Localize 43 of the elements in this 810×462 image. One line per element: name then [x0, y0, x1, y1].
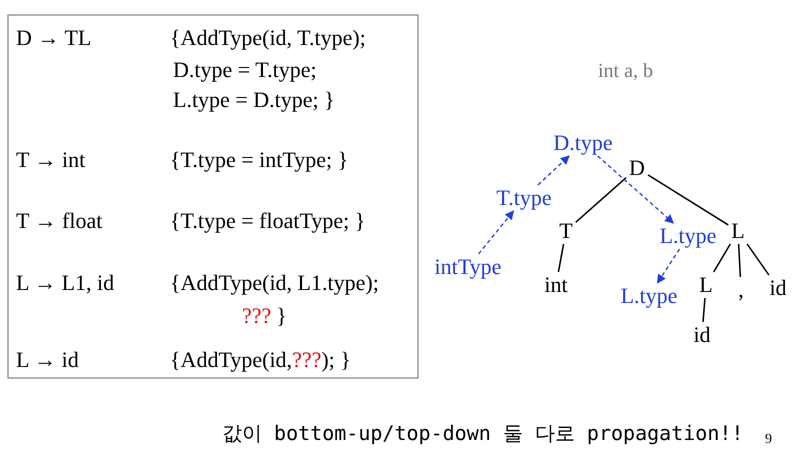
parse-tree-symbol: D: [628, 156, 646, 180]
dashed-arrow: [538, 155, 570, 186]
grammar-rule: D → TL: [16, 27, 92, 49]
semantic-action: {T.type = intType; }: [170, 149, 348, 171]
attribute-label: L.type: [658, 224, 718, 248]
parse-tree-symbol: int: [543, 273, 569, 297]
tree-branch-line: [648, 174, 729, 226]
parse-tree-symbol: ,: [737, 278, 745, 302]
attribute-label: T.type: [495, 186, 553, 210]
semantic-action: D.type = T.type;: [173, 59, 317, 81]
tree-branch-line: [738, 244, 742, 278]
attribute-label: intType: [434, 255, 502, 279]
semantic-action: L.type = D.type; }: [173, 89, 335, 111]
semantic-action: {T.type = floatType; }: [170, 210, 366, 232]
parse-tree-symbol: T: [558, 219, 574, 243]
footnote-text: 값이 bottom-up/top-down 둘 다로 propagation!!: [222, 423, 744, 443]
attribute-label: L.type: [620, 284, 678, 308]
grammar-rule: L → L1, id: [16, 272, 114, 294]
parse-tree-symbol: id: [768, 276, 788, 300]
example-declaration: int a, b: [598, 61, 653, 81]
dashed-arrow: [597, 156, 674, 224]
grammar-rule: T → float: [16, 210, 102, 232]
parse-tree-symbol: L: [730, 219, 746, 243]
semantic-action: }: [276, 305, 287, 327]
dashed-arrow: [656, 248, 680, 284]
tree-branch-line: [713, 244, 731, 272]
semantic-action: {AddType(id,: [170, 349, 292, 371]
attribute-label: D.type: [552, 131, 614, 155]
parse-tree-symbol: id: [692, 323, 712, 347]
tree-branch-line: [702, 298, 706, 322]
semantic-action: ???: [292, 349, 322, 371]
parse-tree-symbol: L: [698, 273, 714, 297]
dashed-arrow: [478, 210, 514, 254]
semantic-action: {AddType(id, L1.type);: [170, 272, 379, 294]
semantic-action: ???: [242, 305, 272, 327]
semantic-action: {AddType(id, T.type);: [170, 27, 366, 49]
grammar-rule: L → id: [16, 349, 79, 371]
tree-branch-line: [746, 244, 770, 276]
page-number: 9: [765, 433, 772, 447]
tree-branch-line: [575, 177, 627, 223]
semantic-action: ); }: [321, 349, 351, 371]
tree-branch-line: [558, 244, 564, 272]
grammar-rule: T → int: [16, 149, 86, 171]
